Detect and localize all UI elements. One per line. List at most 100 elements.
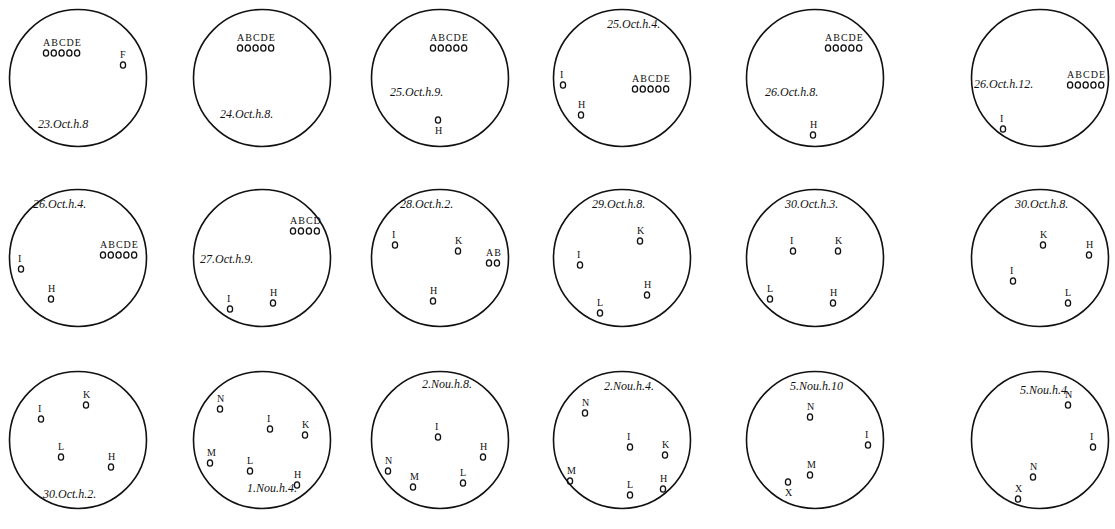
spot-letter: I bbox=[1000, 114, 1004, 124]
sunspot bbox=[480, 454, 485, 460]
sunspot bbox=[108, 252, 113, 258]
sun-outline bbox=[747, 10, 884, 147]
sun-disk: 5.Nou.h.4.NINX bbox=[970, 370, 1110, 510]
sunspot bbox=[306, 228, 311, 234]
sunspot bbox=[261, 45, 266, 51]
sunspot bbox=[577, 262, 582, 268]
sunspot bbox=[825, 45, 830, 51]
sunspot bbox=[1030, 474, 1035, 480]
spot-letter: H bbox=[1086, 240, 1094, 250]
date-label: 23.Oct.h.8 bbox=[38, 118, 88, 130]
sunspot bbox=[58, 454, 63, 460]
sunspot bbox=[835, 248, 840, 254]
sun-outline bbox=[972, 372, 1109, 509]
spot-letter: I bbox=[392, 230, 396, 240]
spot-letter: H bbox=[578, 100, 586, 110]
sun-disk: 25.Oct.h.4.ABCDEIH bbox=[552, 8, 692, 148]
date-label: 29.Oct.h.8. bbox=[592, 198, 645, 210]
date-label: 2.Nou.h.4. bbox=[604, 380, 654, 392]
spot-letter: L bbox=[58, 442, 65, 452]
sunspot bbox=[790, 248, 795, 254]
sunspot bbox=[245, 45, 250, 51]
sunspot bbox=[857, 45, 862, 51]
sun-disk: 30.Oct.h.8.KHIL bbox=[970, 188, 1110, 328]
sunspot bbox=[108, 464, 113, 470]
sun-outline bbox=[372, 190, 509, 327]
spot-letter: I bbox=[577, 250, 581, 260]
sunspot bbox=[567, 478, 572, 484]
sunspot bbox=[1086, 252, 1091, 258]
spot-letter: I bbox=[18, 254, 22, 264]
spot-letter: ABCDE bbox=[100, 240, 139, 250]
spot-letter: L bbox=[767, 284, 774, 294]
spot-letter: H bbox=[810, 120, 818, 130]
sunspot bbox=[807, 472, 812, 478]
spot-letter: AB bbox=[486, 248, 502, 258]
sun-disk: 30.Oct.h.3.IKLH bbox=[745, 188, 885, 328]
sunspot bbox=[662, 452, 667, 458]
sunspot bbox=[494, 260, 499, 266]
spot-letter: H bbox=[430, 286, 438, 296]
sun-disk: 2.Nou.h.8.IHNML bbox=[370, 370, 510, 510]
sunspot bbox=[833, 45, 838, 51]
spot-letter: I bbox=[38, 404, 42, 414]
sun-disk: 26.Oct.h.4.ABCDEIH bbox=[8, 188, 148, 328]
spot-letter: N bbox=[1065, 390, 1073, 400]
spot-letter: ABCD bbox=[290, 216, 322, 226]
sunspot bbox=[560, 82, 565, 88]
sunspot bbox=[83, 402, 88, 408]
spot-letter: ABCDE bbox=[632, 74, 671, 84]
spot-letter: L bbox=[247, 456, 254, 466]
sunspot bbox=[120, 62, 125, 68]
spot-letter: I bbox=[1090, 432, 1094, 442]
spot-letter: K bbox=[1040, 230, 1048, 240]
sun-outline bbox=[554, 10, 691, 147]
date-label: 26.Oct.h.4. bbox=[33, 198, 86, 210]
sunspot bbox=[267, 426, 272, 432]
sun-outline bbox=[372, 372, 509, 509]
date-label: 30.Oct.h.3. bbox=[785, 198, 838, 210]
sunspot bbox=[1000, 126, 1005, 132]
spot-letter: L bbox=[1065, 288, 1072, 298]
sunspot bbox=[438, 45, 443, 51]
spot-letter: N bbox=[582, 398, 590, 408]
spot-letter: M bbox=[410, 472, 420, 482]
date-label: 30.Oct.h.2. bbox=[43, 488, 96, 500]
spot-letter: I bbox=[865, 430, 869, 440]
sunspot bbox=[664, 86, 669, 92]
sunspot bbox=[637, 238, 642, 244]
sunspot bbox=[830, 300, 835, 306]
sunspot bbox=[314, 228, 319, 234]
sunspot bbox=[100, 252, 105, 258]
sun-outline bbox=[747, 372, 884, 509]
sunspot bbox=[1010, 278, 1015, 284]
spot-letter: H bbox=[435, 126, 443, 136]
date-label: 27.Oct.h.9. bbox=[200, 253, 253, 265]
sun-disk: 2.Nou.h.4.NIKMLH bbox=[552, 370, 692, 510]
sun-disk: 28.Oct.h.2.IKABH bbox=[370, 188, 510, 328]
sunspot bbox=[582, 410, 587, 416]
sun-disk: 1.Nou.h.4.NIKMLH bbox=[192, 370, 332, 510]
sun-disk: 27.Oct.h.9.ABCDIH bbox=[192, 188, 332, 328]
sunspot bbox=[455, 248, 460, 254]
sunspot bbox=[597, 310, 602, 316]
spot-letter: L bbox=[627, 480, 634, 490]
sun-disk: 26.Oct.h.12.ABCDEI bbox=[970, 8, 1110, 148]
spot-letter: H bbox=[660, 474, 668, 484]
sun-outline bbox=[747, 190, 884, 327]
spot-letter: I bbox=[435, 422, 439, 432]
sunspot bbox=[253, 45, 258, 51]
spot-letter: K bbox=[835, 236, 843, 246]
sunspot bbox=[269, 45, 274, 51]
spot-letter: N bbox=[217, 394, 225, 404]
sunspot bbox=[48, 296, 53, 302]
sunspot bbox=[385, 468, 390, 474]
sunspot bbox=[632, 86, 637, 92]
spot-letter: I bbox=[267, 414, 271, 424]
sunspot bbox=[435, 434, 440, 440]
sunspot bbox=[578, 112, 583, 118]
spot-letter: H bbox=[480, 442, 488, 452]
spot-letter: K bbox=[637, 226, 645, 236]
sunspot bbox=[392, 242, 397, 248]
sunspot bbox=[410, 484, 415, 490]
